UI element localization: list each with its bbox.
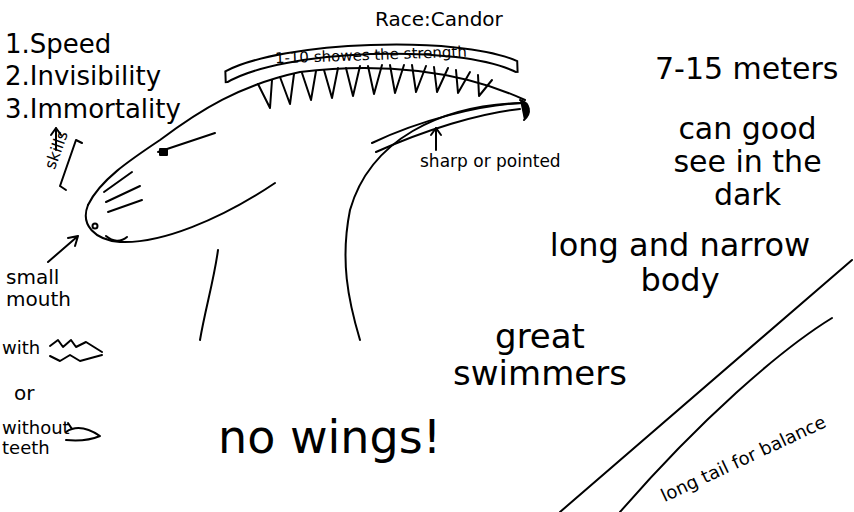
annotation-box: or xyxy=(14,382,34,404)
annotation-box: Race:Candor xyxy=(375,8,503,30)
annotation-box: 1.Speed xyxy=(5,30,111,59)
back-line xyxy=(345,103,522,340)
neck-front-line xyxy=(200,250,218,340)
pupil xyxy=(160,149,167,155)
annotation-text: long tail for balance xyxy=(657,411,829,506)
annotation-box: sharp or pointed xyxy=(420,152,561,171)
teeth-sketch xyxy=(50,340,102,361)
nostril xyxy=(93,224,98,229)
band-text: 1-10 showes the strength xyxy=(221,33,520,69)
annotation-text: great swimmers xyxy=(453,316,627,393)
annotation-text: 2.Invisibility xyxy=(5,61,161,91)
ridge-arrow xyxy=(431,128,441,150)
annotation-box: can good see in the dark xyxy=(650,112,845,211)
jaw-line xyxy=(86,183,275,242)
annotation-box: small mouth xyxy=(6,266,86,310)
annotation-box: 2.Invisibility xyxy=(5,62,161,91)
toothless-sketch xyxy=(66,423,100,441)
annotation-text: with xyxy=(2,337,40,358)
annotation-box: no wings! xyxy=(218,412,441,463)
annotation-box: 7-15 meters xyxy=(655,52,839,85)
tail-inner xyxy=(620,318,832,512)
annotation-text: no wings! xyxy=(218,410,441,464)
annotation-text: long and narrow body xyxy=(550,226,810,299)
annotation-text: 3.Immortality xyxy=(5,94,181,124)
annotation-text: 7-15 meters xyxy=(655,51,839,86)
annotation-text: 1.Speed xyxy=(5,29,111,59)
back-spikes xyxy=(258,65,492,108)
annotation-box: without teeth xyxy=(2,418,76,458)
annotation-text: without teeth xyxy=(2,417,70,458)
annotation-text: small mouth xyxy=(6,265,71,311)
annotation-box: great swimmers xyxy=(415,318,665,393)
annotation-text: Race:Candor xyxy=(375,7,503,31)
strength-band: 1-10 showes the strength xyxy=(221,33,520,84)
annotation-text: sharp or pointed xyxy=(420,151,561,171)
head-spikes xyxy=(104,172,142,212)
ridge-hook xyxy=(520,100,529,120)
mouth xyxy=(106,236,127,241)
annotation-box: 3.Immortality xyxy=(5,95,181,124)
ridge-plate xyxy=(372,103,522,152)
annotation-box: long and narrow body xyxy=(525,228,835,298)
annotation-box: with xyxy=(2,338,40,358)
annotation-box: long tail for balance xyxy=(658,412,829,506)
annotation-text: or xyxy=(14,381,34,405)
mouth-arrow xyxy=(48,236,78,262)
annotation-text: can good see in the dark xyxy=(673,111,821,212)
